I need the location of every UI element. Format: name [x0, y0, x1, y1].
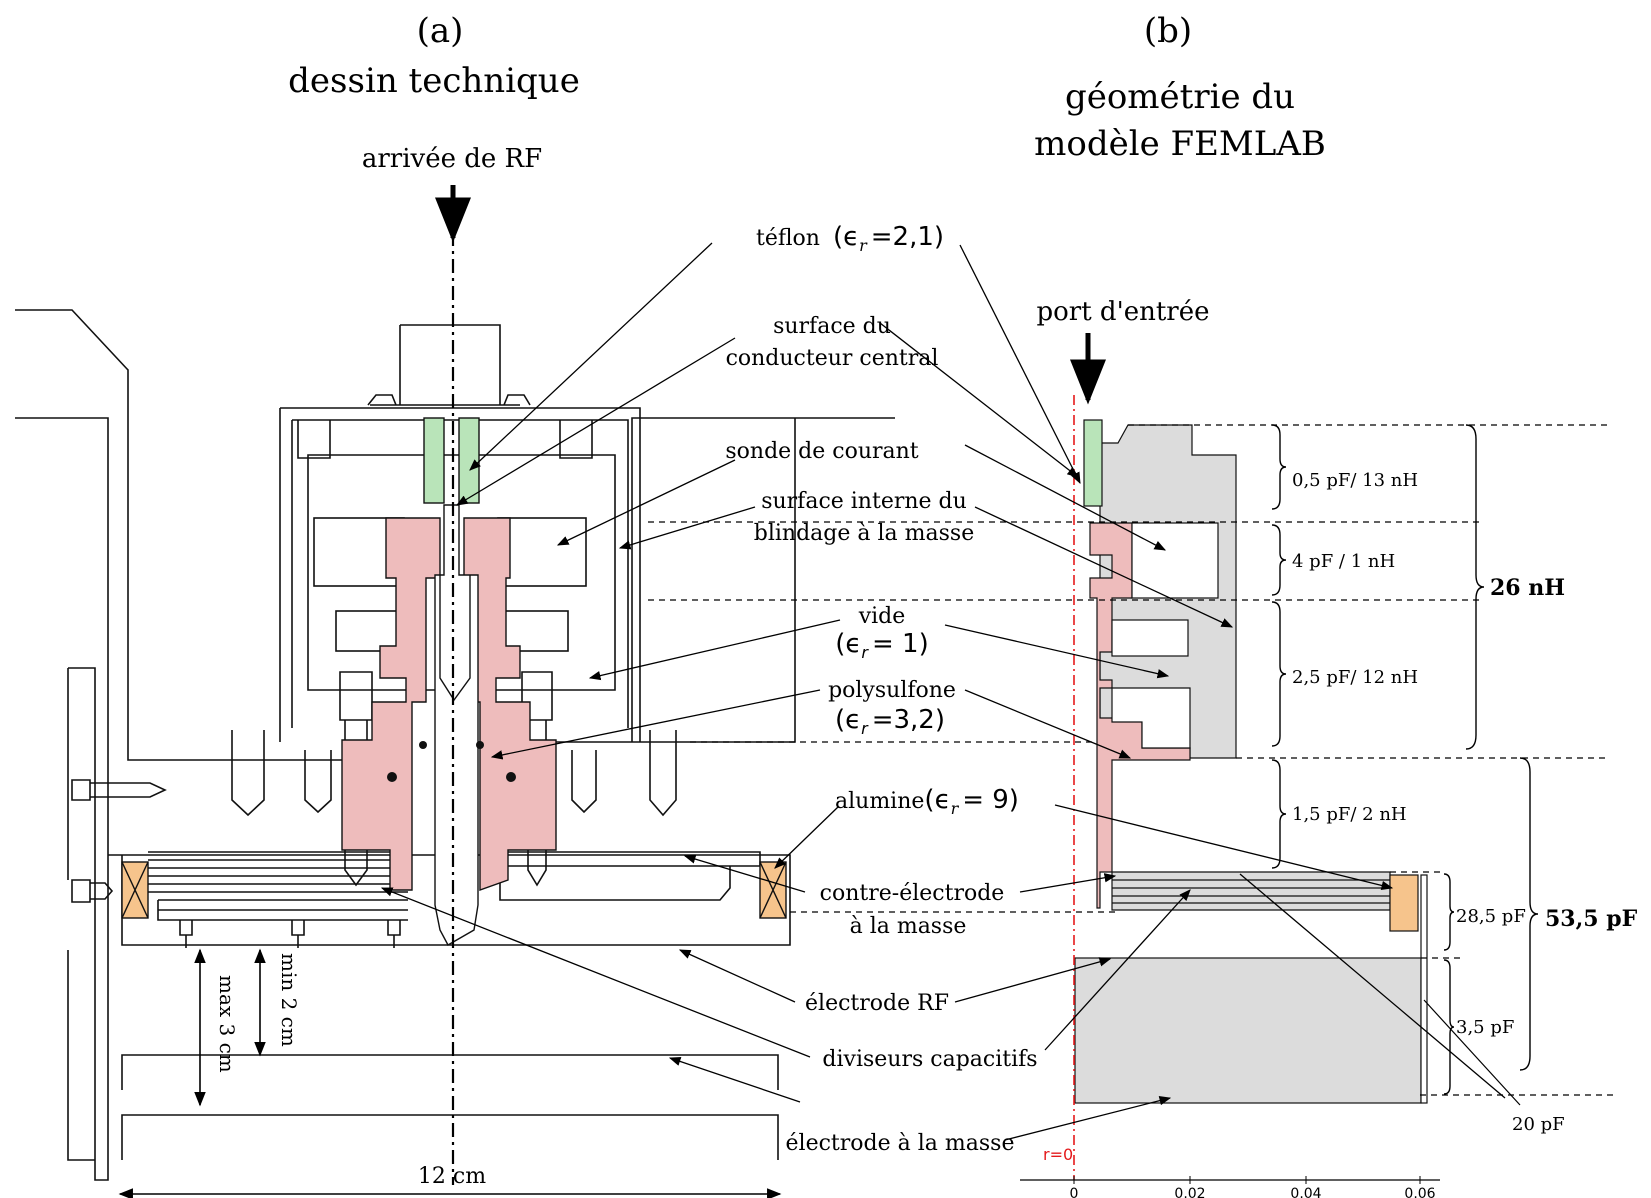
r0-label: r=0	[1043, 1145, 1073, 1164]
width-label: 12 cm	[418, 1164, 486, 1189]
rf-connector	[367, 324, 531, 406]
model-cavity-1	[1131, 522, 1219, 599]
section-6-value: 3,5 pF	[1456, 1017, 1514, 1038]
inner-cavity	[307, 454, 616, 691]
model-plate-lines	[1112, 879, 1390, 904]
sonde-label: sonde de courant	[725, 439, 918, 464]
electrode-rf-plate	[148, 851, 408, 921]
x-tick-004: 0.04	[1290, 1186, 1321, 1198]
section-5-value: 28,5 pF	[1456, 906, 1526, 927]
chamber-flange	[67, 667, 96, 1161]
alumine-label: alumine(ϵr= 9)	[835, 785, 1019, 818]
chamber-wall	[15, 309, 385, 1181]
surface-label-2: conducteur central	[726, 346, 939, 371]
panel-b-letter: (b)	[1144, 11, 1192, 51]
lower-screws	[231, 730, 677, 817]
femlab-geometry	[1074, 419, 1428, 1104]
panel-a-title: dessin technique	[288, 61, 580, 101]
section-7-value: 20 pF	[1512, 1114, 1565, 1135]
top-screws	[297, 420, 593, 459]
shield-housing	[279, 407, 641, 742]
model-teflon	[1083, 419, 1103, 507]
x-tick-0: 0	[1070, 1186, 1079, 1198]
contre-electrode-label-1: contre-électrode	[820, 881, 1005, 906]
feet	[179, 920, 401, 948]
x-tick-002: 0.02	[1174, 1186, 1205, 1198]
teflon-label: téflon (ϵr=2,1)	[756, 222, 944, 255]
total-capacitance: 53,5 pF	[1545, 906, 1638, 932]
x-axis: 0 0.02 0.04 0.06	[1020, 1176, 1440, 1198]
central-conductor	[434, 504, 479, 946]
polysulfone-eps-label: (ϵr=3,2)	[835, 705, 945, 738]
model-bottom-vacuum	[1074, 957, 1422, 1104]
section-1-value: 0,5 pF/ 13 nH	[1292, 470, 1418, 491]
ground-electrode	[121, 1054, 779, 1160]
surface-label-1: surface du	[773, 314, 891, 339]
nut-right	[497, 610, 569, 652]
model-alumina	[1389, 874, 1419, 932]
model-cavity-3	[1111, 687, 1191, 749]
rf-input-label: arrivée de RF	[362, 144, 542, 174]
total-inductance: 26 nH	[1490, 575, 1565, 601]
panel-b-title-1: géométrie du	[1065, 77, 1295, 117]
vide-label: vide	[858, 604, 906, 629]
x-tick-006: 0.06	[1404, 1186, 1435, 1198]
o-rings	[387, 741, 516, 782]
section-4-value: 1,5 pF/ 2 nH	[1292, 804, 1407, 825]
blindage-label-1: surface interne du	[761, 489, 967, 514]
side-bolt	[71, 779, 167, 801]
alumina-rings	[121, 861, 787, 919]
polysulfone-parts	[341, 517, 557, 891]
right-plate	[499, 851, 761, 901]
contre-electrode-label-2: à la masse	[850, 914, 967, 939]
technical-drawing	[15, 309, 895, 1181]
side-bolt-2	[71, 879, 114, 903]
annotation-leaders	[380, 242, 1506, 1141]
polysulfone-label: polysulfone	[828, 678, 956, 703]
teflon-part	[423, 417, 480, 504]
section-2-value: 4 pF / 1 nH	[1292, 551, 1395, 572]
panel-a-letter: (a)	[417, 11, 464, 51]
vide-eps-label: (ϵr= 1)	[835, 629, 928, 662]
electrode-masse-label: électrode à la masse	[786, 1131, 1015, 1156]
blindage-label-2: blindage à la masse	[754, 521, 974, 546]
section-3-value: 2,5 pF/ 12 nH	[1292, 667, 1418, 688]
model-cavity-2	[1111, 619, 1189, 657]
model-right-wall	[1420, 874, 1428, 1104]
panel-b-title-2: modèle FEMLAB	[1034, 124, 1326, 164]
port-label: port d'entrée	[1036, 297, 1209, 327]
min-gap-label: min 2 cm	[277, 953, 301, 1047]
max-gap-label: max 3 cm	[215, 975, 239, 1073]
leader-20pf	[1423, 999, 1521, 1106]
braces	[1271, 424, 1539, 1095]
section-guides	[648, 424, 1615, 1096]
probe-block-right	[497, 517, 587, 587]
diviseurs-label: diviseurs capacitifs	[822, 1047, 1037, 1072]
electrode-rf-label: électrode RF	[805, 991, 949, 1016]
